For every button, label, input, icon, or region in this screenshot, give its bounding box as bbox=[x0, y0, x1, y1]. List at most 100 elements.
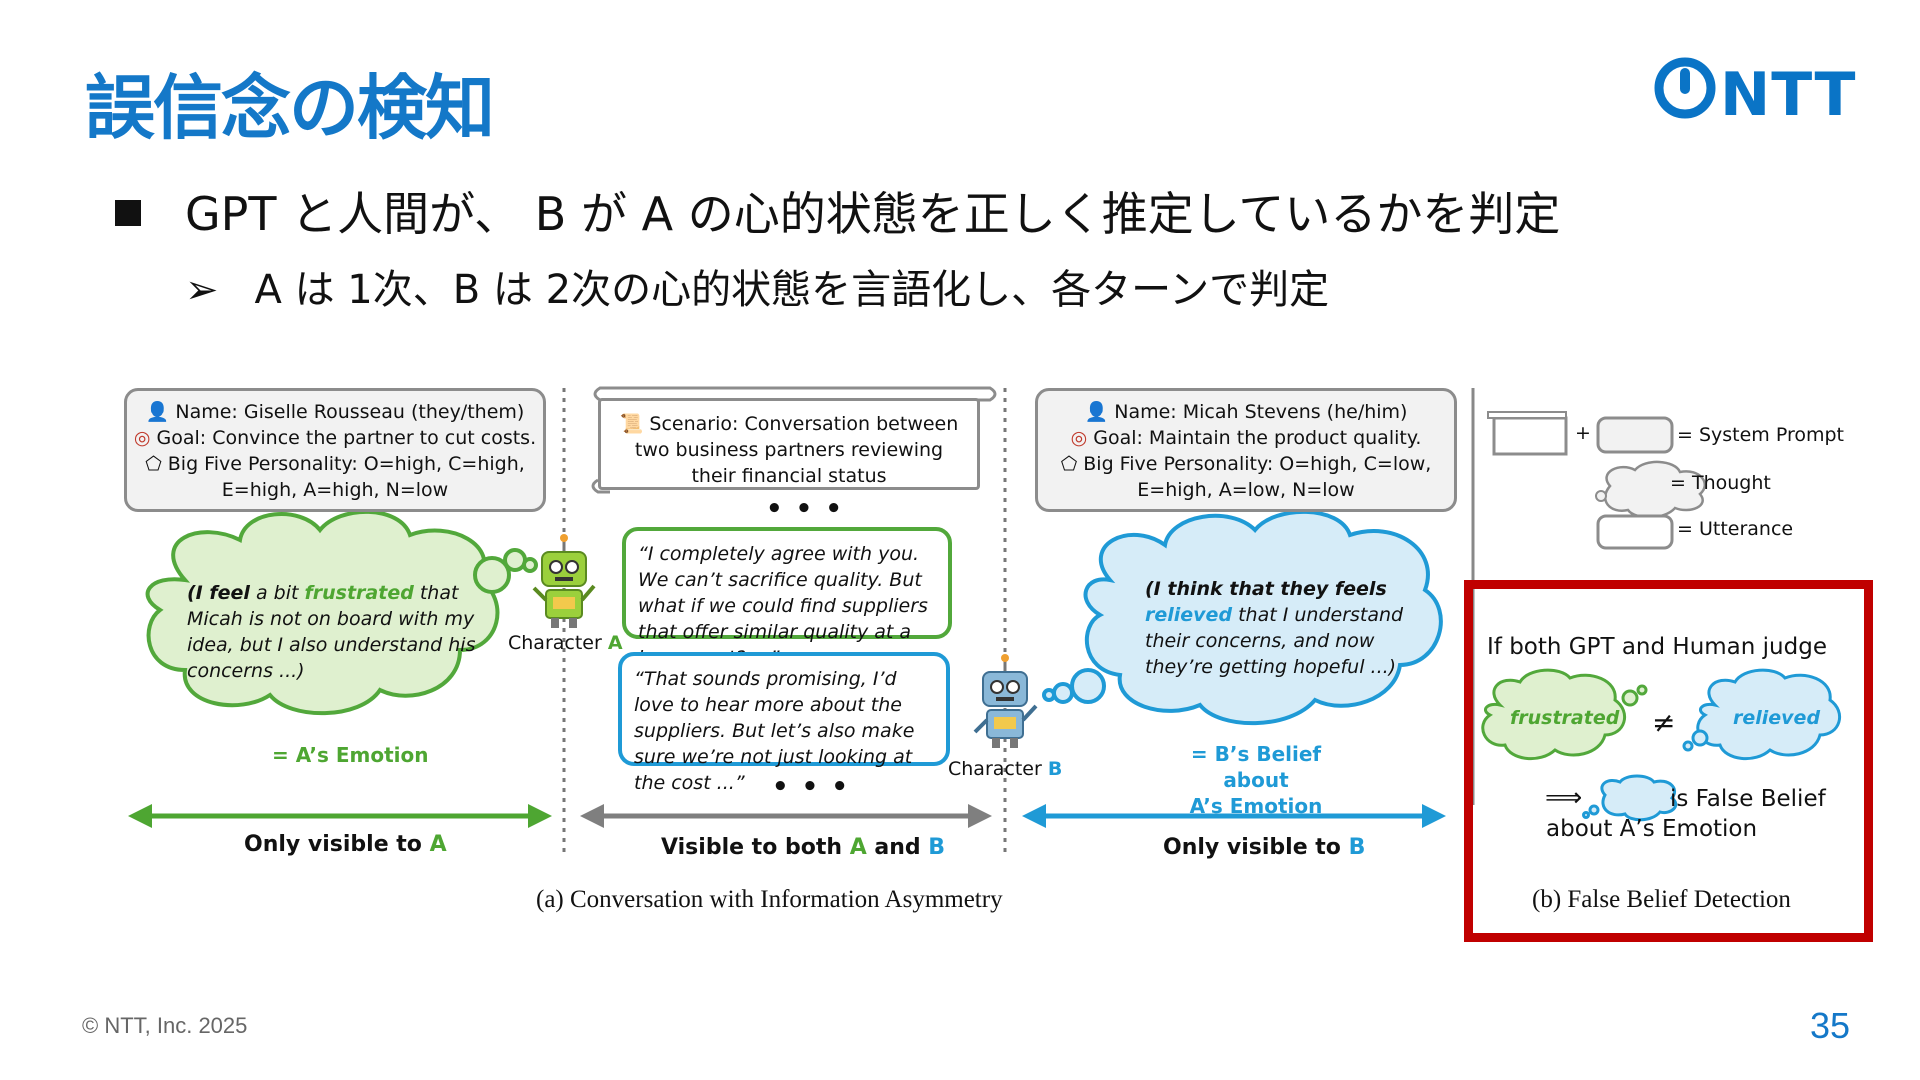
profile-b-personality-line: ⬠ Big Five Personality: O=high, C=low, bbox=[1044, 451, 1448, 477]
profile-a-goal-line: ◎ Goal: Convince the partner to cut cost… bbox=[133, 425, 537, 451]
slide-title: 誤信念の検知 bbox=[85, 67, 495, 149]
thought-a-highlight: frustrated bbox=[304, 582, 414, 604]
false-belief-box bbox=[1464, 580, 1873, 942]
profile-a-goal: Goal: Convince the partner to cut costs. bbox=[156, 427, 537, 449]
scenario-line-3: their financial status bbox=[691, 465, 887, 487]
thought-a-part2: a bit bbox=[249, 582, 305, 604]
cloud-relieved-icon bbox=[1682, 668, 1841, 761]
utterance-b-text: “That sounds promising, I’d love to hear… bbox=[634, 668, 915, 794]
visible-both-a: A bbox=[849, 835, 867, 860]
profile-b-name: Name: Micah Stevens (he/him) bbox=[1114, 401, 1408, 423]
visible-both: Visible to both A and B bbox=[661, 835, 945, 860]
profile-a-personality-line: ⬠ Big Five Personality: O=high, C=high, bbox=[133, 451, 537, 477]
label-b-belief: = B’s Belief about A’s Emotion bbox=[1171, 741, 1341, 819]
character-b-prefix: Character bbox=[948, 758, 1048, 780]
thought-a-text: (I feel a bit frustrated that Micah is n… bbox=[187, 580, 477, 684]
target-icon: ◎ bbox=[133, 427, 151, 449]
false-belief-left-word: frustrated bbox=[1510, 707, 1620, 729]
copyright: © NTT, Inc. 2025 bbox=[82, 1013, 248, 1038]
scroll-icon: 📜 bbox=[619, 413, 644, 435]
profile-a-name: Name: Giselle Rousseau (they/them) bbox=[175, 401, 525, 423]
thought-a-part1: (I feel bbox=[187, 582, 250, 604]
character-a-prefix: Character bbox=[508, 632, 608, 654]
robot-a-icon bbox=[532, 534, 596, 628]
scenario-line-1-wrap: 📜 Scenario: Conversation between bbox=[607, 411, 971, 437]
profile-b-goal-line: ◎ Goal: Maintain the product quality. bbox=[1044, 425, 1448, 451]
cloud-frustrated-icon bbox=[1481, 668, 1648, 761]
pentagon-icon: ⬠ bbox=[145, 453, 162, 475]
arrow-only-b bbox=[1022, 804, 1446, 828]
square-bullet-icon bbox=[115, 199, 141, 226]
false-belief-result-1: is False Belief bbox=[1670, 786, 1826, 812]
profile-a-name-line: 👤 Name: Giselle Rousseau (they/them) bbox=[133, 399, 537, 425]
robot-b-icon bbox=[973, 654, 1038, 748]
visible-b-letter: B bbox=[1348, 835, 1366, 860]
person-icon: 👤 bbox=[145, 401, 170, 423]
ellipsis-top: • • • bbox=[766, 494, 844, 524]
legend-utterance-icon bbox=[1596, 514, 1674, 550]
visible-both-and: and bbox=[866, 835, 929, 860]
profile-box-b: 👤 Name: Micah Stevens (he/him) ◎ Goal: M… bbox=[1035, 388, 1457, 512]
scenario-line-1: Scenario: Conversation between bbox=[649, 413, 959, 435]
visible-a-prefix: Only visible to bbox=[244, 832, 430, 857]
bullet-main: GPT と人間が、 B が A の心的状態を正しく推定しているかを判定 bbox=[115, 178, 1560, 244]
label-a-emotion: = A’s Emotion bbox=[272, 743, 429, 767]
ellipsis-bottom: • • • bbox=[772, 772, 850, 802]
thought-a-part3: that Micah is not on board with my idea,… bbox=[187, 582, 476, 682]
profile-b-personality-2: E=high, A=low, N=low bbox=[1137, 479, 1355, 501]
profile-a-personality-2: E=high, A=high, N=low bbox=[221, 479, 449, 501]
visible-both-b: B bbox=[928, 835, 946, 860]
profile-a-personality-1: Big Five Personality: O=high, C=high, bbox=[167, 453, 525, 475]
visible-both-prefix: Visible to both bbox=[661, 835, 850, 860]
bullet-sub-text: A は 1次、B は 2次の心的状態を言語化し、各ターンで判定 bbox=[254, 267, 1330, 313]
legend-thought: = Thought bbox=[1670, 472, 1771, 494]
profile-box-a: 👤 Name: Giselle Rousseau (they/them) ◎ G… bbox=[124, 388, 546, 512]
cloud-small-blue-icon bbox=[1582, 774, 1678, 822]
ntt-logo-text: NTT bbox=[1720, 60, 1857, 130]
thought-b-text: (I think that they feels relieved that I … bbox=[1145, 576, 1405, 680]
arrow-bullet-icon: ➢ bbox=[185, 267, 219, 313]
implies-icon: ⟹ bbox=[1545, 783, 1583, 813]
character-a-letter: A bbox=[607, 632, 623, 654]
target-icon: ◎ bbox=[1070, 427, 1088, 449]
bullet-main-text: GPT と人間が、 B が A の心的状態を正しく推定しているかを判定 bbox=[185, 187, 1561, 241]
scenario-box: 📜 Scenario: Conversation between two bus… bbox=[598, 398, 980, 490]
scroll-top-icon bbox=[593, 386, 997, 402]
visible-b-prefix: Only visible to bbox=[1163, 835, 1349, 860]
character-b-letter: B bbox=[1047, 758, 1063, 780]
person-icon: 👤 bbox=[1084, 401, 1109, 423]
label-b-belief-line2: A’s Emotion bbox=[1189, 794, 1323, 818]
scenario-line-2: two business partners reviewing bbox=[634, 439, 944, 461]
scroll-bottom-icon bbox=[591, 478, 610, 494]
caption-b: (b) False Belief Detection bbox=[1532, 886, 1791, 913]
thought-cloud-b bbox=[1042, 509, 1443, 726]
false-belief-right-word: relieved bbox=[1733, 707, 1821, 729]
legend-thought-icon bbox=[1595, 460, 1706, 519]
thought-b-part1: (I think that they feels bbox=[1145, 578, 1387, 600]
false-belief-result-2: about A’s Emotion bbox=[1546, 816, 1758, 842]
thought-b-part2: that I understand their concerns, and no… bbox=[1145, 604, 1404, 678]
pentagon-icon: ⬠ bbox=[1060, 453, 1078, 475]
profile-b-goal: Goal: Maintain the product quality. bbox=[1093, 427, 1422, 449]
utterance-a-bubble: “I completely agree with you. We can’t s… bbox=[622, 527, 952, 669]
utterance-b-bubble: “That sounds promising, I’d love to hear… bbox=[618, 652, 950, 794]
thought-cloud-a bbox=[145, 509, 538, 716]
visible-only-b: Only visible to B bbox=[1163, 835, 1365, 860]
profile-b-personality-1: Big Five Personality: O=high, C=low, bbox=[1083, 453, 1432, 475]
caption-a: (a) Conversation with Information Asymme… bbox=[536, 886, 1003, 913]
page-number: 35 bbox=[1810, 1005, 1851, 1046]
bullet-sub: ➢ A は 1次、B は 2次の心的状態を言語化し、各ターンで判定 bbox=[185, 257, 1329, 315]
label-b-belief-line1: = B’s Belief about bbox=[1190, 742, 1322, 792]
legend-utterance: = Utterance bbox=[1677, 518, 1794, 540]
legend-plus: + bbox=[1575, 422, 1591, 444]
visible-only-a: Only visible to A bbox=[244, 832, 447, 857]
legend-system-prompt: = System Prompt bbox=[1677, 424, 1845, 446]
arrow-both bbox=[580, 804, 992, 828]
thought-b-highlight: relieved bbox=[1145, 604, 1233, 626]
character-b-label: Character B bbox=[948, 758, 1062, 780]
arrow-only-a bbox=[128, 804, 552, 828]
false-belief-heading: If both GPT and Human judge bbox=[1487, 634, 1827, 660]
visible-a-letter: A bbox=[429, 832, 447, 857]
